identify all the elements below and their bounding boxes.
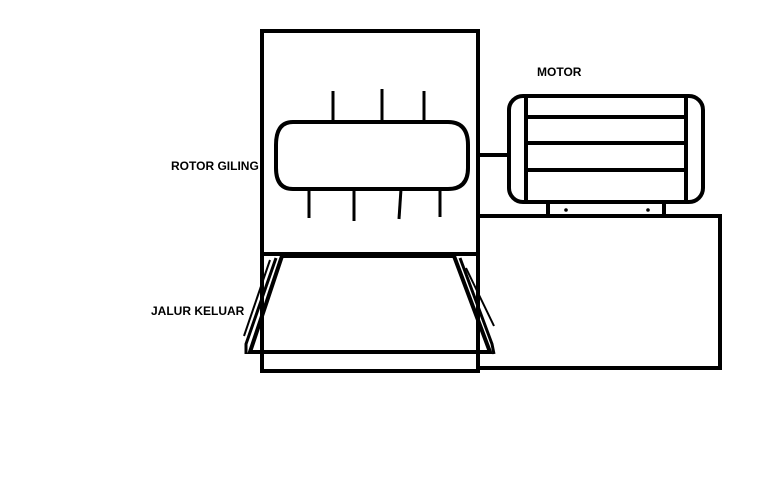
mount-bolt-right — [646, 208, 650, 212]
rotor-blades-bottom — [307, 188, 442, 221]
rotor-blades-top — [331, 89, 426, 122]
mount-bolt-left — [564, 208, 568, 212]
motor-body — [507, 94, 705, 204]
motor-fins — [524, 96, 688, 202]
outlet-label: JALUR KELUAR — [151, 304, 245, 318]
motor-mount — [546, 200, 666, 218]
grinder-housing — [260, 29, 480, 256]
grinding-rotor — [274, 120, 470, 191]
rotor-label: ROTOR GILING — [171, 159, 259, 173]
motor-stand — [476, 214, 722, 370]
outlet-chute — [243, 254, 496, 355]
motor-label: MOTOR — [537, 65, 582, 79]
